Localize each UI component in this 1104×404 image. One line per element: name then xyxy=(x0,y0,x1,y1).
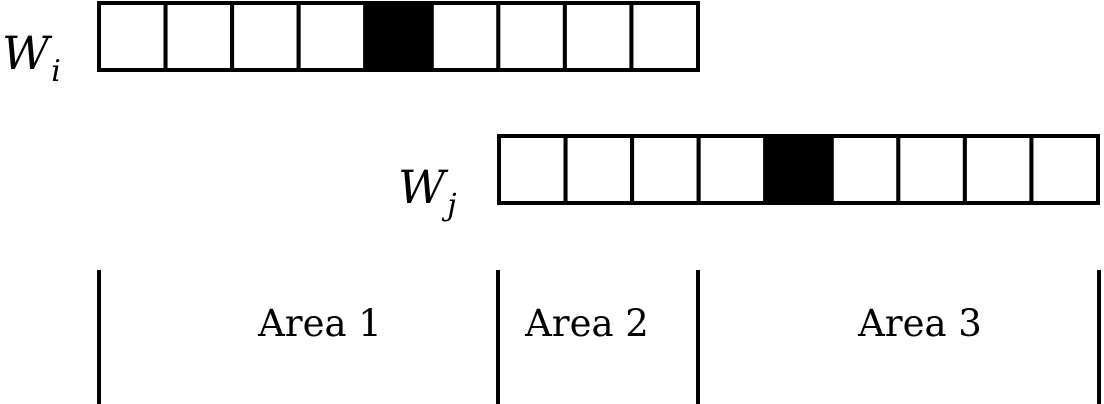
window-wi-cell-5-filled xyxy=(363,1,434,72)
window-wi-cell-8 xyxy=(562,1,634,72)
window-wi-cell-4 xyxy=(296,1,368,72)
window-wi-cell-6 xyxy=(429,1,501,72)
area-2-label: Area 2 xyxy=(525,302,649,345)
window-wj-cell-3 xyxy=(630,134,701,205)
window-wi-cell-2 xyxy=(163,1,235,72)
window-wi-cell-7 xyxy=(496,1,567,72)
window-wi-label: Wi xyxy=(2,30,61,87)
window-wj-label-main: W xyxy=(398,160,446,214)
window-wj-cell-7 xyxy=(896,134,967,205)
window-wj-cell-1 xyxy=(497,134,568,205)
area-dividers xyxy=(97,270,1101,404)
window-wi-cell-9 xyxy=(629,1,700,72)
window-wj-cells xyxy=(497,134,1100,205)
area-3-label: Area 3 xyxy=(858,302,982,345)
window-wj-cell-9 xyxy=(1029,134,1100,205)
window-wj-cell-8 xyxy=(962,134,1034,205)
window-wi-cell-3 xyxy=(230,1,301,72)
window-wi-label-main: W xyxy=(2,26,50,80)
window-wj-cell-5-filled xyxy=(763,134,834,205)
window-wi-label-subscript: i xyxy=(51,54,61,89)
area-1-label: Area 1 xyxy=(258,302,382,345)
window-wj-cell-2 xyxy=(563,134,635,205)
window-wj-cell-4 xyxy=(696,134,768,205)
window-wj-cell-6 xyxy=(829,134,901,205)
window-wi-cell-1 xyxy=(97,1,168,72)
window-wj-label-subscript: j xyxy=(447,188,457,223)
window-wj-label: Wj xyxy=(398,164,457,221)
window-wi-cells xyxy=(97,1,700,72)
